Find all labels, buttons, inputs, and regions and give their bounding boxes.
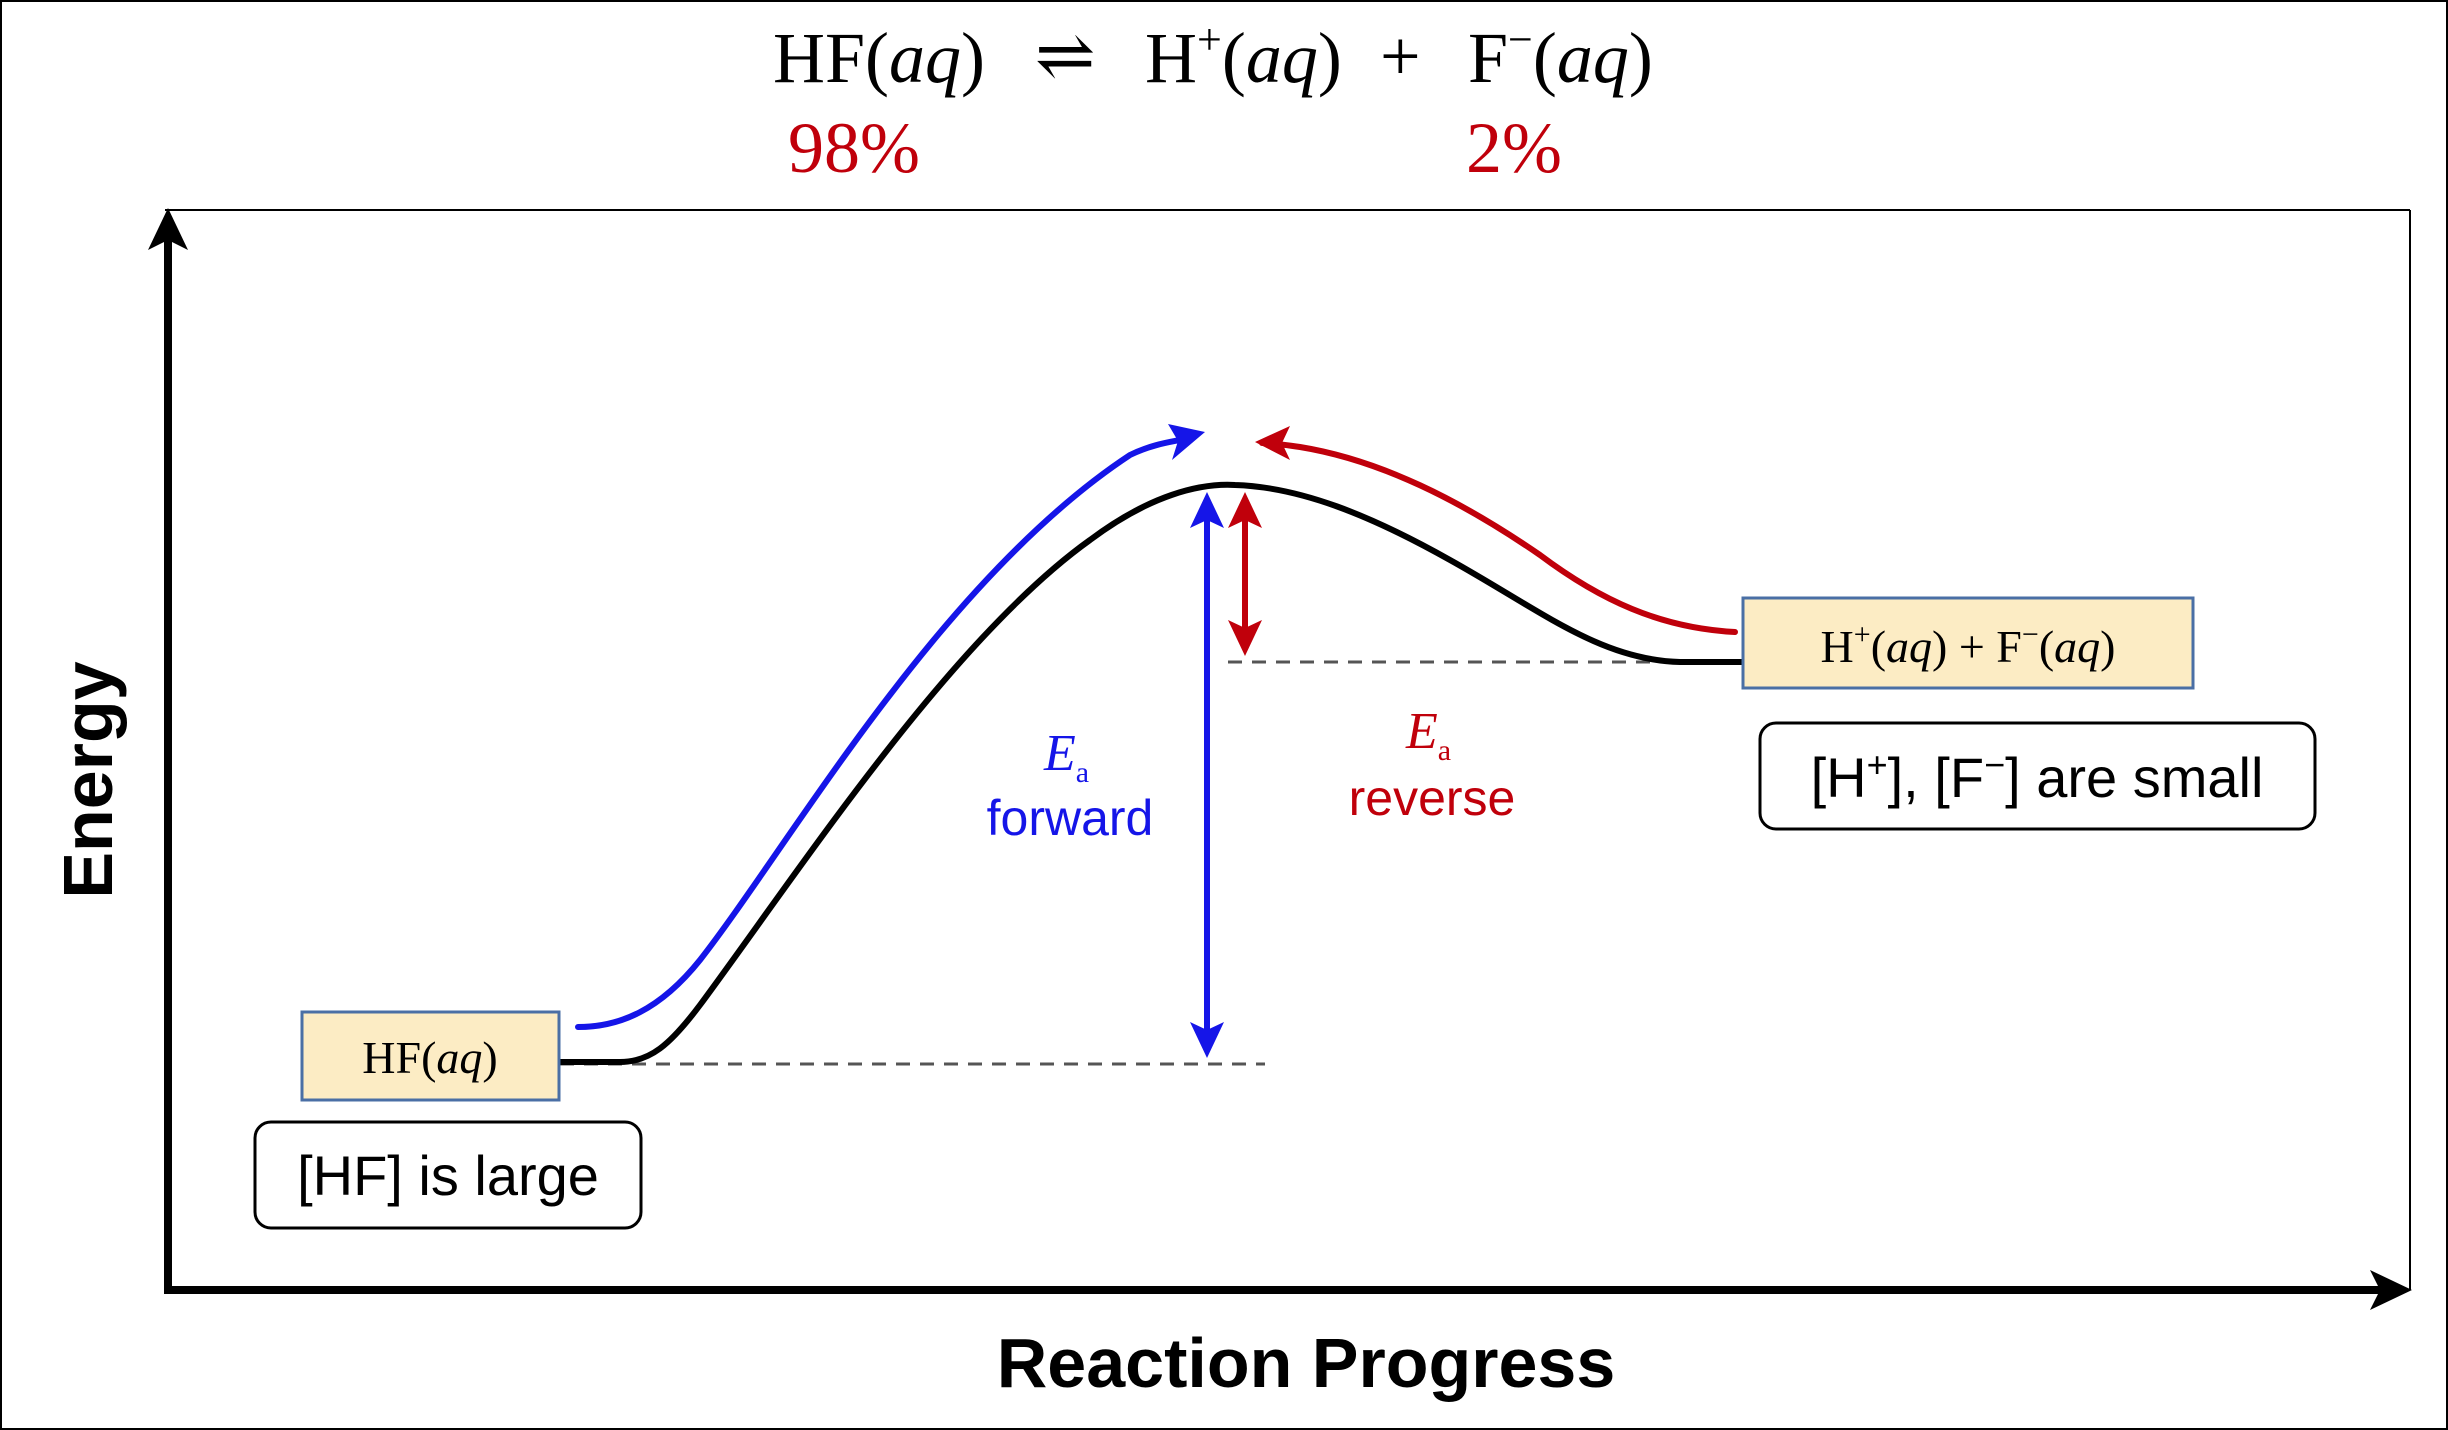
x-axis-arrowhead	[2370, 1270, 2412, 1310]
reactant-note: [HF] is large	[253, 1120, 643, 1230]
equation-product2-charge: −	[1508, 15, 1533, 64]
forward-activation-top-arrowhead	[1190, 492, 1224, 528]
forward-reaction-arrow	[575, 437, 1183, 1030]
product-species-box: H+(aq) + F−(aq)	[1741, 596, 2195, 690]
reverse-reaction-arrow	[1259, 440, 1738, 635]
y-axis-label: Energy	[49, 661, 127, 898]
equation-plus: +	[1380, 16, 1421, 96]
reverse-activation-label: Ea reverse	[1349, 703, 1516, 826]
reverse-activation-bottom-arrowhead	[1228, 620, 1262, 656]
equation-product2-base: F	[1468, 18, 1508, 98]
equation-product1: H	[1145, 18, 1197, 98]
equation-product1-charge: +	[1197, 15, 1222, 64]
reverse-activation-top-arrowhead	[1228, 492, 1262, 528]
reactant-species-label: HF(aq)	[362, 1032, 497, 1083]
equation-products: H+(aq)	[1145, 15, 1342, 98]
equation-product1-state: aq	[1246, 18, 1318, 98]
reverse-ea-symbol: Ea	[1405, 703, 1451, 767]
energy-curve	[552, 481, 1748, 1065]
reactant-percentage: 98%	[788, 108, 920, 188]
reactant-species-box: HF(aq)	[300, 1010, 561, 1102]
reactant-note-box	[253, 1120, 643, 1230]
forward-ea-word: forward	[987, 790, 1154, 846]
reverse-ea-word: reverse	[1349, 770, 1516, 826]
forward-activation-label: Ea forward	[987, 725, 1154, 846]
y-axis-arrowhead	[148, 208, 188, 250]
product-note-box	[1758, 721, 2317, 831]
product-species-label: H+(aq) + F−(aq)	[1821, 618, 2116, 672]
product-note: [H+], [F−] are small	[1758, 721, 2317, 831]
reverse-arrowhead	[1255, 426, 1290, 460]
equation-reactant: HF	[773, 18, 865, 98]
equilibrium-arrow: ⇌	[1035, 16, 1095, 96]
equation: HF(aq)	[773, 18, 985, 98]
equation-product2: F−(aq)	[1468, 15, 1653, 98]
equation-reactant-state: aq	[889, 18, 961, 98]
product-note-text: [H+], [F−] are small	[1811, 744, 2264, 809]
products-percentage: 2%	[1466, 108, 1562, 188]
forward-arrowhead	[1168, 424, 1205, 460]
forward-ea-symbol: Ea	[1043, 725, 1089, 789]
forward-activation-bottom-arrowhead	[1190, 1022, 1224, 1058]
x-axis-label: Reaction Progress	[997, 1324, 1616, 1402]
equation-product2-state: aq	[1557, 18, 1629, 98]
reactant-note-text: [HF] is large	[297, 1144, 599, 1207]
